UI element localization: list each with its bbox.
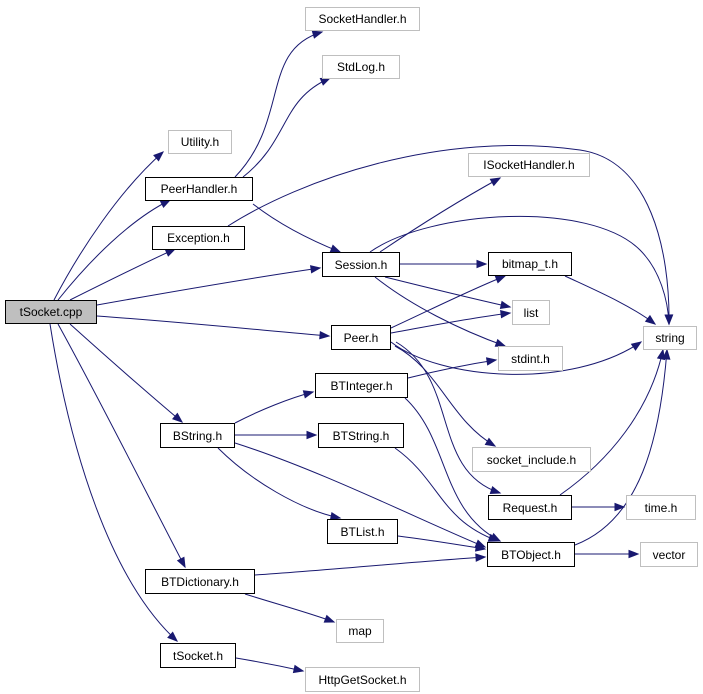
node-utility-h[interactable]: Utility.h: [168, 130, 232, 154]
edge-bstring-h-to-btobject-h: [234, 442, 486, 548]
arrowhead-bstring-h: [172, 412, 184, 423]
arrowhead-tsocket-h: [167, 631, 179, 642]
arrowhead-btobject-h: [474, 543, 487, 552]
arrowhead-string: [664, 314, 673, 326]
edge-tsocket-cpp-to-tsocket-h: [49, 323, 178, 642]
arrowhead-utility-h: [153, 151, 165, 162]
edge-tsocket-cpp-to-bstring-h: [69, 323, 183, 423]
edge-tsocket-cpp-to-exception-h: [69, 248, 176, 301]
edge-bitmap-t-h-to-string: [564, 275, 656, 325]
node-http-get-socket-h[interactable]: HttpGetSocket.h: [305, 667, 420, 692]
arrowhead-session-h: [309, 265, 322, 274]
node-btobject-h[interactable]: BTObject.h: [487, 542, 575, 567]
node-tsocket-h[interactable]: tSocket.h: [160, 643, 236, 668]
node-btlist-h[interactable]: BTList.h: [327, 519, 398, 544]
arrowhead-http-get-socket-h: [292, 664, 305, 674]
edge-tsocket-cpp-to-btdictionary-h: [57, 323, 186, 568]
edge-tsocket-cpp-to-peer-h: [96, 315, 330, 337]
edge-peer-h-to-string: [390, 341, 642, 375]
arrowhead-isocket-handler-h: [489, 177, 502, 187]
node-socket-handler-h[interactable]: SocketHandler.h: [305, 7, 420, 31]
edge-request-h-to-string: [559, 349, 664, 496]
node-list[interactable]: list: [512, 300, 550, 325]
node-socket-include-h[interactable]: socket_include.h: [472, 447, 591, 472]
node-stdint-h[interactable]: stdint.h: [498, 346, 563, 371]
arrowhead-stdlog-h: [319, 77, 332, 86]
node-btinteger-h[interactable]: BTInteger.h: [315, 373, 408, 398]
node-request-h[interactable]: Request.h: [488, 495, 572, 520]
arrowhead-request-h: [489, 486, 502, 495]
node-exception-h[interactable]: Exception.h: [152, 226, 245, 250]
edge-tsocket-cpp-to-peer-handler-h: [57, 199, 171, 301]
node-stdlog-h[interactable]: StdLog.h: [322, 55, 400, 79]
edge-exception-h-to-string: [227, 144, 670, 325]
node-peer-h[interactable]: Peer.h: [331, 325, 391, 350]
node-string[interactable]: string: [643, 326, 697, 350]
node-map[interactable]: map: [336, 619, 384, 643]
edge-session-h-to-stdint-h: [374, 276, 506, 347]
node-tsocket-cpp[interactable]: tSocket.cpp: [5, 300, 97, 324]
arrowhead-session-h: [329, 244, 342, 253]
node-btdictionary-h[interactable]: BTDictionary.h: [145, 569, 255, 594]
arrowhead-peer-h: [319, 330, 331, 340]
arrowhead-string: [656, 348, 666, 361]
arrowhead-string: [662, 348, 671, 360]
arrowhead-list: [500, 309, 512, 319]
edge-session-h-to-list: [384, 276, 511, 308]
arrowhead-list: [499, 300, 512, 310]
arrowhead-btstring-h: [306, 430, 318, 440]
arrowhead-exception-h: [164, 248, 177, 257]
arrowhead-btlist-h: [329, 511, 342, 521]
edge-peer-h-to-request-h: [395, 341, 501, 494]
edge-tsocket-h-to-http-get-socket-h: [235, 657, 304, 672]
edge-peer-handler-h-to-socket-handler-h: [234, 31, 323, 178]
arrowhead-socket-include-h: [484, 437, 497, 447]
arrowhead-string: [644, 314, 657, 325]
edge-tsocket-cpp-to-session-h: [96, 267, 321, 306]
node-isocket-handler-h[interactable]: ISocketHandler.h: [468, 153, 590, 177]
node-bitmap-t-h[interactable]: bitmap_t.h: [488, 252, 572, 276]
edge-bstring-h-to-btlist-h: [217, 447, 341, 519]
arrowhead-btinteger-h: [302, 390, 315, 399]
edge-btinteger-h-to-btobject-h: [404, 397, 501, 542]
arrowhead-btobject-h: [487, 533, 500, 542]
edge-peer-handler-h-to-session-h: [252, 203, 341, 253]
edge-btdictionary-h-to-btobject-h: [254, 556, 486, 576]
edge-btstring-h-to-btobject-h: [394, 447, 499, 542]
arrowhead-vector: [628, 549, 640, 559]
edge-btobject-h-to-string: [574, 349, 668, 546]
edge-peer-handler-h-to-stdlog-h: [242, 77, 331, 178]
edge-btinteger-h-to-stdint-h: [407, 359, 497, 379]
edge-tsocket-cpp-to-utility-h: [53, 151, 164, 301]
arrowhead-string: [630, 341, 643, 351]
arrowhead-peer-handler-h: [159, 199, 172, 209]
arrowhead-btobject-h: [475, 553, 487, 562]
edge-session-h-to-string: [369, 215, 670, 325]
edge-btlist-h-to-btobject-h: [397, 535, 486, 550]
edge-bstring-h-to-btinteger-h: [234, 391, 314, 424]
edge-peer-h-to-bitmap-t-h: [390, 275, 506, 329]
node-bstring-h[interactable]: BString.h: [160, 423, 235, 448]
node-time-h[interactable]: time.h: [626, 495, 696, 520]
arrowhead-time-h: [614, 502, 626, 512]
arrowhead-stdint-h: [485, 357, 498, 366]
arrowhead-map: [323, 614, 336, 623]
edge-session-h-to-isocket-handler-h: [379, 177, 501, 253]
node-vector[interactable]: vector: [640, 542, 698, 567]
edge-peer-h-to-list: [390, 312, 511, 334]
node-btstring-h[interactable]: BTString.h: [318, 423, 404, 448]
edge-peer-h-to-socket-include-h: [394, 345, 496, 447]
edge-btdictionary-h-to-map: [244, 593, 335, 623]
arrowhead-btdictionary-h: [176, 556, 186, 569]
node-peer-handler-h[interactable]: PeerHandler.h: [145, 177, 253, 201]
node-session-h[interactable]: Session.h: [322, 252, 400, 277]
arrowhead-bitmap-t-h: [476, 259, 488, 269]
arrowhead-bitmap-t-h: [494, 275, 507, 284]
arrowhead-socket-handler-h: [311, 30, 324, 39]
